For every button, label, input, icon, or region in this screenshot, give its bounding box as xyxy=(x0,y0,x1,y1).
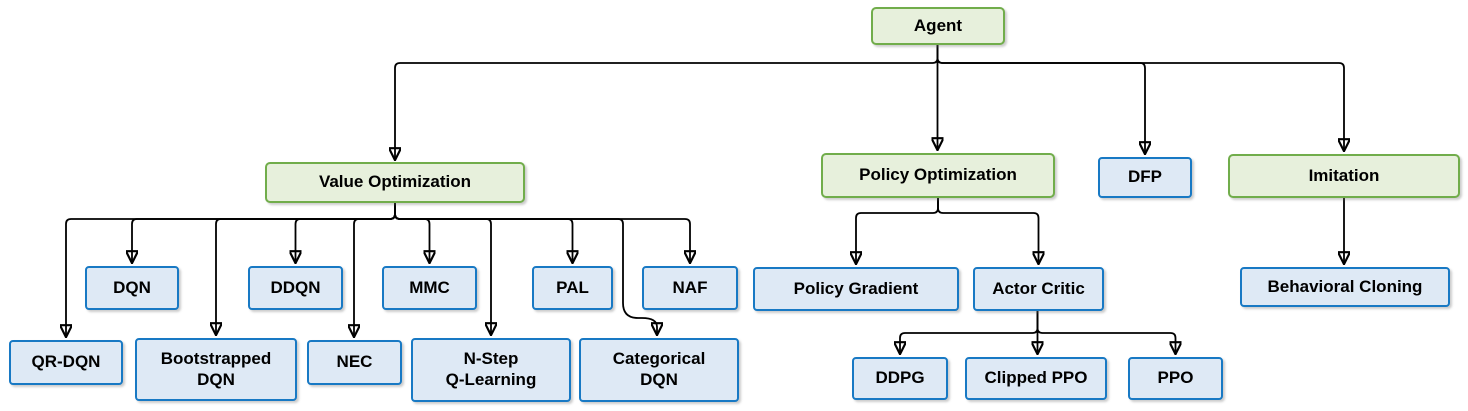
node-policy-optimization: Policy Optimization xyxy=(821,153,1055,198)
node-categorical-dqn: Categorical DQN xyxy=(579,338,739,402)
node-nec: NEC xyxy=(307,340,402,385)
node-dqn: DQN xyxy=(85,266,179,310)
node-clipped-ppo: Clipped PPO xyxy=(965,357,1107,400)
node-agent: Agent xyxy=(871,7,1005,45)
node-dfp: DFP xyxy=(1098,157,1192,198)
node-n-step-q-learning: N-Step Q-Learning xyxy=(411,338,571,402)
edge-policy-optimization-policy-gradient xyxy=(856,198,939,263)
edge-value-optimization-naf xyxy=(394,203,690,262)
edge-agent-value-optimization xyxy=(395,45,939,159)
node-ddpg: DDPG xyxy=(852,357,948,400)
node-policy-gradient: Policy Gradient xyxy=(753,267,959,311)
edge-value-optimization-dqn xyxy=(132,203,396,262)
node-bootstrapped-dqn: Bootstrapped DQN xyxy=(135,338,297,401)
node-pal: PAL xyxy=(532,266,613,310)
edge-actor-critic-ddpg xyxy=(900,310,1039,353)
node-behavioral-cloning: Behavioral Cloning xyxy=(1240,267,1450,307)
node-qr-dqn: QR-DQN xyxy=(9,340,123,385)
node-mmc: MMC xyxy=(382,266,477,310)
node-ddqn: DDQN xyxy=(248,266,343,310)
edge-value-optimization-pal xyxy=(394,203,573,262)
edge-agent-dfp xyxy=(936,45,1146,153)
node-imitation: Imitation xyxy=(1228,154,1460,198)
edge-agent-imitation xyxy=(936,45,1345,150)
edge-policy-optimization-actor-critic xyxy=(937,198,1039,263)
node-actor-critic: Actor Critic xyxy=(973,267,1104,311)
node-naf: NAF xyxy=(642,266,738,310)
node-value-optimization: Value Optimization xyxy=(265,162,525,203)
edge-actor-critic-ppo xyxy=(1036,310,1176,353)
node-ppo: PPO xyxy=(1128,357,1223,400)
edge-value-optimization-mmc xyxy=(394,203,430,262)
edge-value-optimization-ddqn xyxy=(296,203,396,262)
